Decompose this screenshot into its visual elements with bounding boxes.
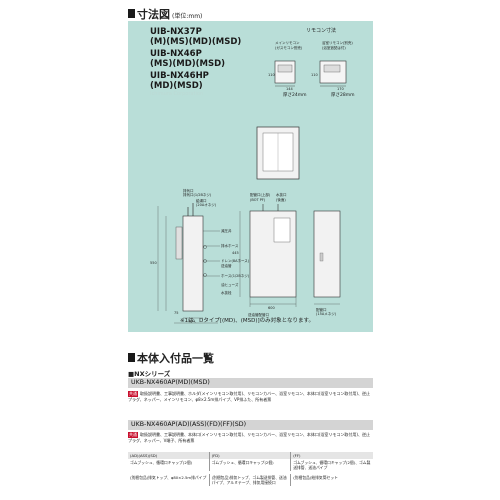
main-remote-width: 144 <box>286 87 293 91</box>
side-label: (20Aオネジ) <box>196 203 217 207</box>
faint-caption: Ichimura Corporation <box>150 91 204 97</box>
accessories-section-heading: 本体入付品一覧 <box>128 350 214 366</box>
variant-cell: (別梱包品)排気トップ、ゴム製送排管、送油パイプ、アルミテープ、排気用接続口 <box>210 474 292 486</box>
side-label: ホース(1/2Bネジ) <box>221 274 250 278</box>
side-label: 排水ホース <box>221 244 239 248</box>
main-remote-note: (ガスモコン別売) <box>275 46 303 50</box>
variant-columns: (AD)(ASS)(SD) (FD) (FF) <box>128 452 373 459</box>
bath-remote-depth: 厚さ28mm <box>331 93 355 98</box>
bottom-label: 送油管配管口 <box>248 313 269 317</box>
variant-col-header: (AD)(ASS)(SD) <box>128 452 210 459</box>
dimension-550: 550 <box>150 261 157 265</box>
side-label: 減圧弁 <box>221 229 232 233</box>
side-label: 排気口 <box>183 189 194 193</box>
bath-remote-label: 浴室リモコン(別売) <box>322 41 353 45</box>
accessory-items: 取扱説明書、工事説明書、ホルダ(メインリモコン取付用)、リモコンカバー、浴室リモ… <box>128 391 370 402</box>
front-view <box>239 204 297 307</box>
section-marker-icon <box>128 353 135 362</box>
accessory-list: 共通取扱説明書、工事説明書、本体口(メインリモコン取付用)、リモコンカバー、浴室… <box>128 432 373 444</box>
technical-drawing <box>157 60 347 324</box>
side-label: 油ヒューズ <box>221 283 239 287</box>
side-label: ドレン(8Aホース) <box>221 259 250 263</box>
accessory-list: 共通取扱説明書、工事説明書、ホルダ(メインリモコン取付用)、リモコンカバー、浴室… <box>128 391 373 403</box>
dimension-445: 445 <box>232 251 239 255</box>
main-remote-depth: 厚さ24mm <box>283 93 307 98</box>
front-label: 水抜口 <box>276 193 287 197</box>
accessory-items: 取扱説明書、工事説明書、本体口(メインリモコン取付用)、リモコンカバー、浴室リモ… <box>128 432 370 443</box>
bottom-label: 配管口 <box>316 308 327 312</box>
right-side-view <box>313 210 341 305</box>
variant-cell: ゴムブッシュ、循環口キャップ(2個) <box>128 459 210 471</box>
variant-columns-row1: ゴムブッシュ、循環口キャップ(2個) ゴムブッシュ、循環口キャップ(2個) ゴム… <box>128 459 373 471</box>
section-title: 寸法図 <box>137 8 170 21</box>
variant-cell: ゴムブッシュ、循環口キャップ(2個)、ゴム製送排管、送油パイプ <box>293 460 371 470</box>
front-label: (BOT PF) <box>250 198 266 202</box>
side-view <box>157 203 220 324</box>
dimension-drawing-panel: UIB-NX37P (M)(MS)(MD)(MSD) UIB-NX46P (MS… <box>128 21 373 332</box>
section-unit: (単位:mm) <box>172 13 203 20</box>
dimension-75: 75 <box>174 311 179 315</box>
variant-columns-row2: (別梱包品)排気トップ、φ80×2.5m排パイプ (別梱包品)排気トップ、ゴム製… <box>128 474 373 486</box>
side-label: 給湯口 <box>196 199 207 203</box>
dimension-600: 600 <box>268 306 275 310</box>
section-marker-icon <box>128 9 135 18</box>
variant-col-header: (FF) <box>291 452 373 459</box>
series-title: ■NXシリーズ <box>128 370 171 378</box>
side-label: 水抜栓 <box>221 291 232 295</box>
model-name: UIB-NX46P <box>150 49 202 59</box>
common-tag: 共通 <box>128 391 138 397</box>
variant-cell: (別梱包品)給排気筒セット <box>293 475 338 480</box>
front-label: 配管口(上部) <box>250 193 271 197</box>
side-label: 送油管 <box>221 264 232 268</box>
side-label: 排気口(1/2Bネジ) <box>183 193 212 197</box>
variant-cell: ゴムブッシュ、循環口キャップ(2個) <box>210 459 292 471</box>
bath-remote-note: (浴室追焚は付) <box>322 46 346 50</box>
model-header-bar: UKB-NX460AP(AD)(ASS)(FD)(FF)(SD) <box>128 420 373 430</box>
model-name: UIB-NX46HP <box>150 71 209 81</box>
model-header-bar: UKB-NX460AP(MD)(MSD) <box>128 378 373 388</box>
model-name: UIB-NX37P <box>150 27 202 37</box>
bath-remote-display <box>323 64 341 73</box>
model-variant: (MS)(MD)(MSD) <box>150 59 226 69</box>
main-remote-label: メインリモコン <box>275 41 300 45</box>
model-variant: (MD)(MSD) <box>150 81 203 91</box>
dimension-section-heading: 寸法図 (単位:mm) <box>128 6 202 22</box>
bottom-label: (15Aメネジ) <box>316 312 337 316</box>
common-tag: 共通 <box>128 432 138 438</box>
front-label: (後面) <box>276 198 286 202</box>
model-variant: (M)(MS)(MD)(MSD) <box>150 37 242 47</box>
variant-cell: (別梱包品)排気トップ、φ80×2.5m排パイプ <box>128 474 210 486</box>
section-title: 本体入付品一覧 <box>137 352 214 365</box>
dimension-300: 300 <box>188 319 195 323</box>
main-remote-height: 110 <box>268 73 275 77</box>
variant-col-header: (FD) <box>209 452 292 459</box>
dtype-note: ※1は、Dタイプ[(MD)、(MSD)]のみ対象となります。 <box>180 318 314 324</box>
bath-remote-height: 110 <box>311 73 318 77</box>
remote-dimension-title: リモコン寸法 <box>306 28 337 34</box>
main-remote-display <box>277 64 293 73</box>
bath-remote-width: 170 <box>337 87 344 91</box>
